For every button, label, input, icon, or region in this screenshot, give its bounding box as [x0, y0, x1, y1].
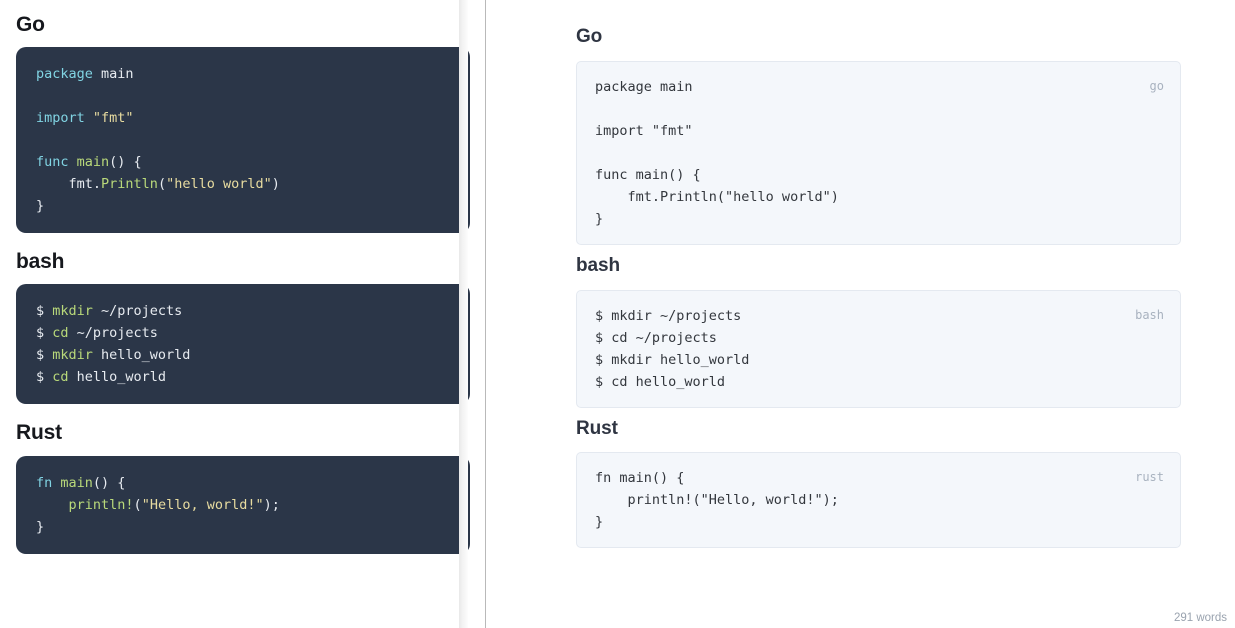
- token-cmd: mkdir: [52, 303, 93, 320]
- code-line: [36, 129, 450, 151]
- token-def: }: [36, 518, 45, 535]
- editor-block-bash: bash$ mkdir ~/projects$ cd ~/projects$ m…: [16, 237, 470, 405]
- code-line: }: [36, 516, 450, 538]
- token-def: () {: [92, 474, 126, 491]
- token-kw: import: [36, 110, 93, 127]
- token-def: (: [133, 496, 142, 513]
- bash-code-block: $ mkdir ~/projects $ cd ~/projects $ mkd…: [576, 289, 1181, 408]
- code-line: fmt.Println("hello world"): [36, 173, 450, 195]
- go-code-block: package main import "fmt" func main() { …: [576, 60, 1181, 245]
- preview-code-go: package main import "fmt" func main() { …: [595, 78, 839, 227]
- preview-pane[interactable]: Go package main import "fmt" func main() …: [486, 0, 1235, 628]
- code-line: $ mkdir hello_world: [36, 344, 450, 366]
- code-line: }: [36, 195, 450, 217]
- token-def: [36, 497, 69, 513]
- code-line: [36, 85, 450, 107]
- preview-code-rust: fn main() { println!("Hello, world!"); }: [595, 470, 839, 531]
- token-def: hello_world: [92, 347, 191, 364]
- language-label-go: go: [1149, 78, 1164, 93]
- token-def: }: [36, 198, 45, 215]
- code-line: $ mkdir ~/projects: [36, 300, 450, 322]
- token-fn: main: [76, 154, 110, 171]
- token-def: ~/projects: [68, 325, 158, 342]
- token-def: );: [263, 496, 280, 513]
- preview-heading-rust: Rust: [576, 417, 618, 439]
- editor-code-go[interactable]: package main import "fmt" func main() { …: [16, 47, 470, 234]
- token-def: ~/projects: [92, 303, 183, 320]
- editor-scrollbar[interactable]: [459, 0, 468, 628]
- language-label-bash: bash: [1135, 307, 1164, 322]
- word-count-status: 291 words: [1173, 612, 1227, 624]
- token-str: "Hello, world!": [141, 496, 264, 513]
- token-def: ): [271, 176, 280, 193]
- token-kw: func: [36, 154, 77, 171]
- token-fn: Println: [101, 176, 158, 193]
- token-str: "fmt": [92, 110, 134, 127]
- token-cmd: cd: [52, 325, 69, 342]
- token-pr: $: [36, 325, 53, 342]
- token-cmd: mkdir: [52, 347, 93, 364]
- token-fn: println!: [68, 496, 134, 513]
- code-line: import "fmt": [36, 107, 450, 129]
- editor-heading-bash: bash: [16, 250, 65, 274]
- editor-code-bash[interactable]: $ mkdir ~/projects$ cd ~/projects$ mkdir…: [16, 284, 470, 405]
- preview-heading-go: Go: [576, 26, 603, 47]
- preview-scroll-area[interactable]: Go package main import "fmt" func main() …: [486, 0, 1235, 628]
- token-def: hello_world: [68, 369, 167, 386]
- token-def: () {: [109, 154, 142, 171]
- token-kw: fn: [36, 474, 61, 491]
- editor-code-rust[interactable]: fn main() { println!("Hello, world!");}: [16, 455, 470, 554]
- editor-heading-rust: Rust: [16, 421, 62, 445]
- token-kw: package: [36, 66, 102, 83]
- token-def: fmt.: [36, 176, 102, 193]
- code-line: println!("Hello, world!");: [36, 494, 450, 516]
- language-label-rust: rust: [1135, 470, 1164, 485]
- code-line: func main() {: [36, 151, 450, 173]
- pane-divider[interactable]: [485, 0, 486, 628]
- preview-block-go: Go package main import "fmt" func main() …: [576, 16, 1181, 245]
- token-pr: $: [36, 347, 53, 364]
- token-pr: $: [36, 369, 53, 386]
- rust-code-block: fn main() { println!("Hello, world!"); }…: [576, 452, 1181, 549]
- preview-block-bash: bash $ mkdir ~/projects $ cd ~/projects $…: [576, 245, 1181, 408]
- preview-heading-bash: bash: [576, 254, 620, 276]
- code-line: fn main() {: [36, 472, 450, 494]
- code-line: $ cd hello_world: [36, 366, 450, 388]
- token-pr: $: [36, 303, 53, 320]
- preview-code-bash: $ mkdir ~/projects $ cd ~/projects $ mkd…: [595, 307, 750, 390]
- token-def: main: [101, 66, 134, 83]
- editor-heading-go: Go: [16, 13, 45, 36]
- token-str: "hello world": [166, 176, 272, 193]
- token-cmd: cd: [52, 369, 69, 386]
- code-line: package main: [36, 63, 450, 85]
- token-fn: main: [60, 474, 93, 491]
- preview-block-rust: Rust fn main() { println!("Hello, world!"…: [576, 408, 1181, 549]
- editor-block-rust: Rust fn main() { println!("Hello, world!"…: [16, 408, 470, 554]
- token-def: (: [157, 176, 167, 193]
- code-line: $ cd ~/projects: [36, 322, 450, 344]
